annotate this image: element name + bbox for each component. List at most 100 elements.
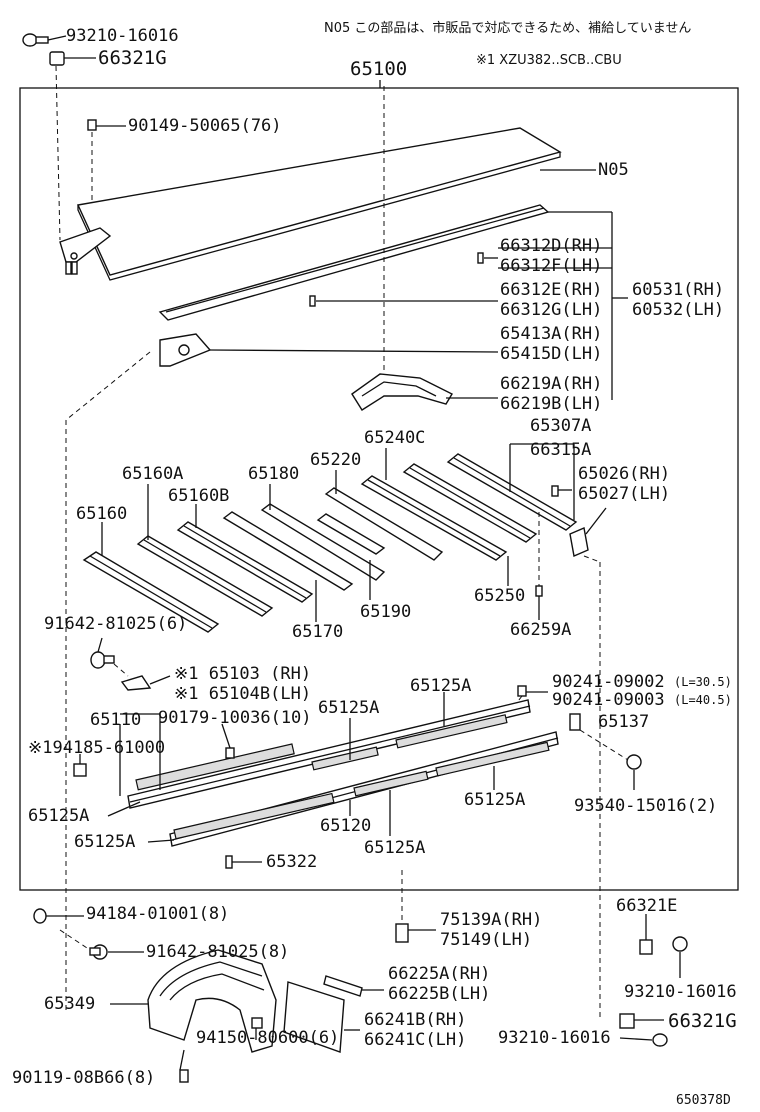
bolt-94184-drawing — [33, 908, 47, 924]
label-65137[interactable]: 65137 — [598, 712, 650, 732]
label-65415d[interactable]: 65415D(LH) — [500, 344, 603, 364]
label-65160[interactable]: 65160 — [76, 504, 128, 524]
label-65307a[interactable]: 65307A — [530, 416, 592, 436]
label-65160a[interactable]: 65160A — [122, 464, 184, 484]
note-star1: ※1 XZU382..SCB..CBU — [476, 53, 622, 68]
label-90179-10036[interactable]: 90179-10036(10) — [158, 708, 312, 728]
label-90149-50065[interactable]: 90149-50065(76) — [128, 116, 282, 136]
label-65027[interactable]: 65027(LH) — [578, 484, 671, 504]
mudflap-66241b-drawing — [283, 981, 345, 1053]
label-65104b[interactable]: ※1 65104B(LH) — [174, 684, 312, 704]
label-66321g-bottom[interactable]: 66321G — [668, 1010, 737, 1032]
label-66219b[interactable]: 66219B(LH) — [500, 394, 603, 414]
bolt-93210-mid-drawing — [672, 936, 688, 952]
cross-member-65180-drawing — [260, 503, 386, 581]
bolt-93540-drawing — [626, 754, 642, 770]
label-90241-09002[interactable]: 90241-09002 — [552, 672, 665, 692]
label-65413a[interactable]: 65413A(RH) — [500, 324, 603, 344]
bracket-75139a-drawing — [395, 923, 409, 943]
label-66312d[interactable]: 66312D(RH) — [500, 236, 603, 256]
label-93210-16016-top[interactable]: 93210-16016 — [66, 26, 179, 46]
label-65125a-2[interactable]: 65125A — [318, 698, 380, 718]
label-65349[interactable]: 65349 — [44, 994, 96, 1014]
label-65125a-3[interactable]: 65125A — [28, 806, 90, 826]
bolt-91642-top-drawing — [90, 651, 115, 669]
note-n05: N05 この部品は、市販品で対応できるため、補給していません — [324, 21, 692, 36]
label-65125a-4[interactable]: 65125A — [464, 790, 526, 810]
figure-reference: 650378D — [676, 1093, 731, 1108]
label-93540-15016[interactable]: 93540-15016(2) — [574, 796, 718, 816]
label-90241-09002-length: (L=30.5) — [674, 675, 732, 689]
label-65250[interactable]: 65250 — [474, 586, 526, 606]
label-65160b[interactable]: 65160B — [168, 486, 230, 506]
nut-66321g-top-drawing — [49, 51, 65, 66]
label-93210-16016-mid[interactable]: 93210-16016 — [624, 982, 737, 1002]
cross-member-65220-drawing — [324, 487, 444, 561]
label-65125a-6[interactable]: 65125A — [364, 838, 426, 858]
cross-member-65250-drawing — [402, 463, 538, 543]
label-66259a[interactable]: 66259A — [510, 620, 572, 640]
bracket-65026-drawing — [569, 527, 589, 557]
label-66321g-top[interactable]: 66321G — [98, 47, 167, 69]
label-65190[interactable]: 65190 — [360, 602, 412, 622]
label-65125a-1[interactable]: 65125A — [410, 676, 472, 696]
hinge-bracket-drawing — [59, 227, 112, 275]
label-66219a[interactable]: 66219A(RH) — [500, 374, 603, 394]
label-65103[interactable]: ※1 65103 (RH) — [174, 664, 312, 684]
bolt-90149-drawing — [87, 119, 97, 131]
deck-panel-n05-drawing — [76, 127, 562, 281]
label-65180[interactable]: 65180 — [248, 464, 300, 484]
bolt-93210-bottom-drawing — [652, 1033, 668, 1047]
bolt-93210-top-drawing — [22, 33, 49, 47]
plate-65103-drawing — [120, 675, 152, 691]
cross-member-65240c-drawing — [360, 475, 508, 561]
label-65322[interactable]: 65322 — [266, 852, 318, 872]
label-66241b[interactable]: 66241B(RH) — [364, 1010, 467, 1030]
label-n05[interactable]: N05 — [598, 160, 629, 180]
assembly-number: 65100 — [350, 58, 408, 80]
cross-member-65160b-drawing — [176, 521, 314, 603]
label-65220[interactable]: 65220 — [310, 450, 362, 470]
label-94184-01001[interactable]: 94184-01001(8) — [86, 904, 230, 924]
nut-94185-drawing — [73, 763, 87, 777]
label-65240c[interactable]: 65240C — [364, 428, 426, 448]
label-60532[interactable]: 60532(LH) — [632, 300, 725, 320]
label-93210-16016-bottom[interactable]: 93210-16016 — [498, 1028, 611, 1048]
cross-member-65160-drawing — [82, 551, 220, 633]
label-66225b[interactable]: 66225B(LH) — [388, 984, 491, 1004]
bracket-66225a-drawing — [323, 975, 363, 997]
bolt-91642-bottom-drawing — [89, 944, 108, 960]
label-66315a[interactable]: 66315A — [530, 440, 592, 460]
bracket-65413a-drawing — [159, 333, 212, 367]
cover-66219a-drawing — [351, 373, 453, 411]
label-90241-09003[interactable]: 90241-09003 — [552, 690, 665, 710]
label-94185-61000[interactable]: ※194185-61000 — [28, 738, 166, 758]
label-60531[interactable]: 60531(RH) — [632, 280, 725, 300]
label-91642-81025-top[interactable]: 91642-81025(6) — [44, 614, 188, 634]
label-65026[interactable]: 65026(RH) — [578, 464, 671, 484]
label-66312f[interactable]: 66312F(LH) — [500, 256, 603, 276]
label-66241c[interactable]: 66241C(LH) — [364, 1030, 467, 1050]
label-75139a[interactable]: 75139A(RH) — [440, 910, 543, 930]
cross-member-65307a-drawing — [446, 453, 578, 531]
nut-66321g-bottom-drawing — [619, 1013, 635, 1029]
label-75149[interactable]: 75149(LH) — [440, 930, 533, 950]
label-65170[interactable]: 65170 — [292, 622, 344, 642]
label-66225a[interactable]: 66225A(RH) — [388, 964, 491, 984]
label-65110[interactable]: 65110 — [90, 710, 142, 730]
sill-65110-drawing — [127, 699, 531, 809]
mudguard-65349-drawing — [147, 949, 277, 1053]
label-65125a-5[interactable]: 65125A — [74, 832, 136, 852]
label-91642-81025-bottom[interactable]: 91642-81025(8) — [146, 942, 290, 962]
label-66312g[interactable]: 66312G(LH) — [500, 300, 603, 320]
label-66312e[interactable]: 66312E(RH) — [500, 280, 603, 300]
cross-member-65160a-drawing — [136, 535, 274, 617]
label-66321e[interactable]: 66321E — [616, 896, 678, 916]
label-90241-09003-length: (L=40.5) — [674, 693, 732, 707]
label-94150-80600[interactable]: 94150-80600(6) — [196, 1028, 340, 1048]
label-65120[interactable]: 65120 — [320, 816, 372, 836]
nut-66321e-drawing — [639, 939, 653, 955]
label-90119-08b66[interactable]: 90119-08B66(8) — [12, 1068, 156, 1088]
